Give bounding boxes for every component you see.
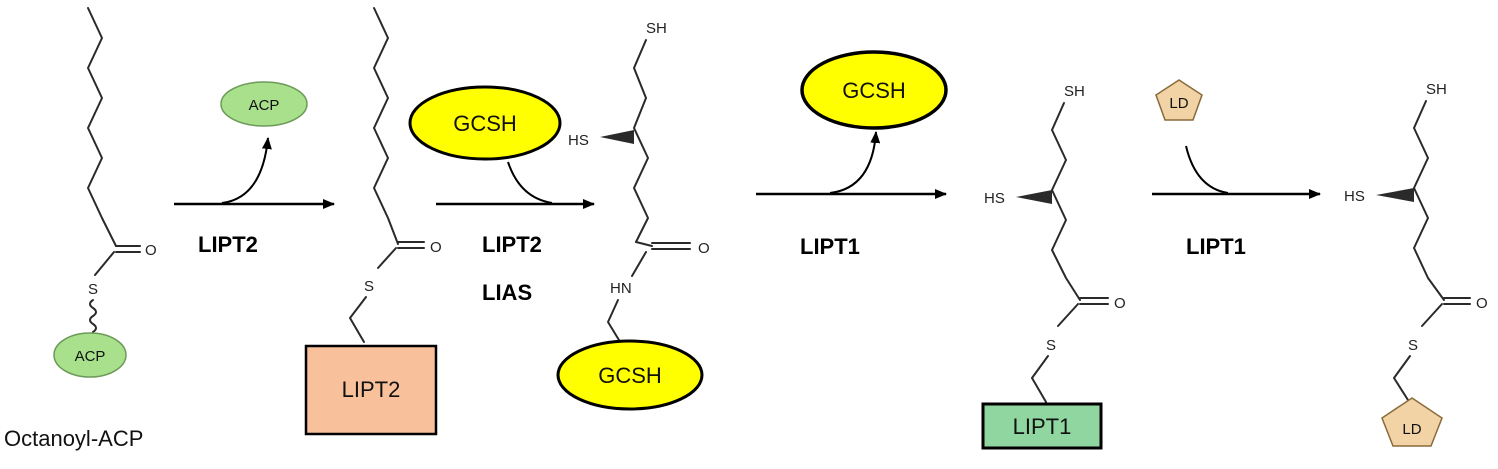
- stereo-wedge-5: [1376, 188, 1414, 202]
- lipt1-carrier-label: LIPT1: [1013, 414, 1072, 439]
- acp-carrier: [53, 332, 127, 378]
- gcsh-cofactor-in: [408, 85, 562, 161]
- s-ch2-linker-2: [349, 296, 367, 343]
- gcsh-cofactor-in-label: GCSH: [453, 111, 517, 136]
- octanoyl-acp-molecule: O S ACP Octanoyl-ACP: [4, 7, 157, 451]
- c-n-bond-3: [631, 251, 647, 277]
- lipoyl-chain-5: [1413, 100, 1445, 301]
- sulfur-atom: S: [88, 281, 98, 298]
- step-2-reaction: GCSH LIPT2 LIAS: [408, 85, 595, 305]
- octanoyl-chain: [87, 7, 117, 247]
- sulfur-atom-5: S: [1408, 337, 1418, 354]
- lipoyl-ld-molecule: SH HS O S LD: [1344, 81, 1488, 447]
- carbonyl-oxygen-3: O: [698, 240, 710, 257]
- thiol-hs-side-3: HS: [568, 132, 589, 149]
- thiol-hs-side-4: HS: [984, 190, 1005, 207]
- c-s-bond: [94, 251, 115, 276]
- step-2-enzyme-lias: LIAS: [482, 280, 532, 305]
- ld-pentagon-bound: [1381, 397, 1443, 447]
- carbonyl-oxygen-2: O: [430, 239, 442, 256]
- gcsh-released-label: GCSH: [842, 78, 906, 103]
- substrate-label: Octanoyl-ACP: [4, 426, 143, 451]
- step-3-reaction: GCSH LIPT1: [756, 50, 948, 259]
- step-4-enzyme: LIPT1: [1186, 234, 1246, 259]
- c-s-bond-5: [1421, 303, 1443, 327]
- lipoyl-lipt1-molecule: SH HS O S LIPT1: [981, 83, 1126, 450]
- lipt2-carrier-box: [304, 344, 438, 436]
- step-3-enzyme: LIPT1: [800, 234, 860, 259]
- step-3-release-curve: [829, 131, 881, 194]
- stereo-wedge-4: [1016, 190, 1052, 204]
- acp-carrier-label: ACP: [75, 348, 106, 365]
- s-ch2-linker-4: [1031, 355, 1049, 403]
- step-2-entry-curve: [507, 161, 553, 204]
- thiol-hs-side-5: HS: [1344, 188, 1365, 205]
- thiol-sh-top-5: SH: [1426, 81, 1447, 98]
- c-s-bond-2: [377, 247, 397, 269]
- lipoyl-chain-4: [1051, 102, 1081, 301]
- released-acp-label: ACP: [249, 97, 280, 114]
- octanoyl-chain-2: [373, 7, 399, 245]
- step-1-reaction: ACP LIPT2: [174, 81, 335, 257]
- gcsh-carrier-bound-label: GCSH: [598, 363, 662, 388]
- ld-pentagon-bound-label: LD: [1402, 421, 1421, 438]
- lipoyl-chain-3: [633, 39, 649, 243]
- s-ch2-linker-5: [1393, 355, 1411, 401]
- gcsh-carrier-bound: [556, 339, 704, 411]
- thiol-sh-top-3: SH: [646, 20, 667, 37]
- sulfur-atom-2: S: [364, 278, 374, 295]
- octanoyl-lipt2-molecule: O S LIPT2: [304, 7, 442, 436]
- amide-nh-3: HN: [610, 280, 632, 297]
- released-acp: [220, 81, 308, 127]
- step-2-enzyme-lipt2: LIPT2: [482, 232, 542, 257]
- sulfur-atom-4: S: [1046, 337, 1056, 354]
- n-ch2-linker-3: [607, 299, 623, 346]
- gcsh-released: [800, 50, 948, 130]
- carbonyl-oxygen-4: O: [1114, 295, 1126, 312]
- step-4-entry-curve: [1185, 145, 1229, 194]
- carbonyl-oxygen: O: [145, 242, 157, 259]
- step-4-reaction: LD LIPT1: [1152, 79, 1321, 259]
- c-s-bond-4: [1057, 303, 1079, 327]
- lipt2-carrier-label: LIPT2: [342, 377, 401, 402]
- step-1-release-curve: [221, 137, 272, 204]
- amide-c-bond-3: [635, 241, 653, 247]
- stereo-wedge-3: [600, 130, 634, 144]
- ld-pentagon-in-label: LD: [1169, 95, 1188, 112]
- wavy-linker: [89, 299, 97, 333]
- ld-pentagon-in: [1155, 79, 1203, 121]
- thiol-sh-top-4: SH: [1064, 83, 1085, 100]
- lipt1-carrier-box: [981, 402, 1103, 450]
- carbonyl-oxygen-5: O: [1476, 295, 1488, 312]
- step-1-enzyme: LIPT2: [198, 232, 258, 257]
- lipoyl-gcsh-molecule: SH HS O HN GCSH: [556, 20, 710, 411]
